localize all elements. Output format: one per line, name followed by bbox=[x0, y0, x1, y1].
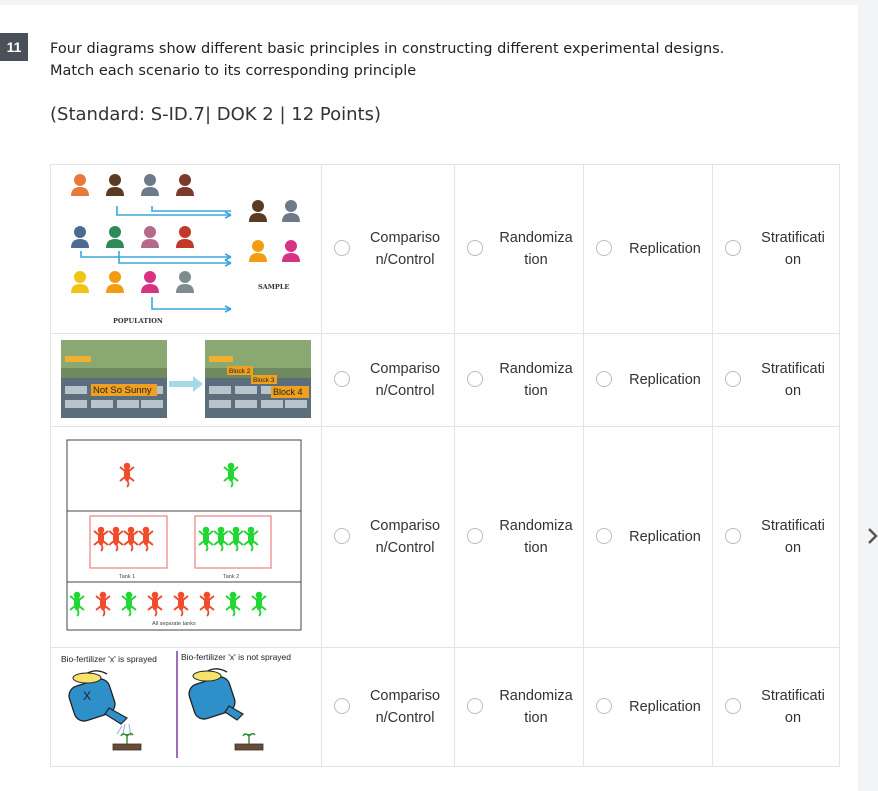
option-cell-stratification[interactable]: Stratificati on bbox=[712, 426, 840, 648]
radio-button[interactable] bbox=[334, 240, 350, 256]
option-cell-randomization[interactable]: Randomiza tion bbox=[454, 333, 584, 427]
option-cell-comparison[interactable]: Compariso n/Control bbox=[321, 333, 455, 427]
chevron-right-icon[interactable] bbox=[866, 526, 878, 546]
option-cell-replication[interactable]: Replication bbox=[583, 426, 713, 648]
question-standard: (Standard: S-ID.7| DOK 2 | 12 Points) bbox=[50, 104, 381, 125]
option-label: Replication bbox=[629, 372, 701, 388]
sample-people bbox=[249, 200, 300, 262]
arrow-icon bbox=[169, 376, 203, 392]
option-label: Randomiza tion bbox=[499, 688, 573, 726]
watering-can-icon: X bbox=[68, 670, 128, 725]
radio-button[interactable] bbox=[467, 698, 483, 714]
option-label: Stratificati on bbox=[761, 688, 825, 726]
option-label: Compariso n/Control bbox=[369, 518, 441, 556]
option-label: Stratificati on bbox=[761, 361, 825, 399]
match-row-4: Bio-fertilizer 'x' is sprayed Bio-fertil… bbox=[50, 647, 840, 767]
question-number: 11 bbox=[0, 33, 28, 61]
plant-icon bbox=[242, 733, 256, 744]
option-label: Compariso n/Control bbox=[369, 230, 441, 268]
radio-button[interactable] bbox=[725, 698, 741, 714]
option-cell-randomization[interactable]: Randomiza tion bbox=[454, 164, 584, 334]
option-cell-comparison[interactable]: Compariso n/Control bbox=[321, 164, 455, 334]
option-label: Randomiza tion bbox=[499, 230, 573, 268]
green-lizard bbox=[223, 462, 239, 488]
radio-button[interactable] bbox=[467, 528, 483, 544]
question-text: Four diagrams show different basic princ… bbox=[50, 38, 830, 82]
population-label: POPULATION bbox=[113, 317, 163, 325]
sampling-arrows bbox=[80, 206, 232, 313]
option-label: Randomiza tion bbox=[499, 518, 573, 556]
block-4-label: Block 4 bbox=[273, 387, 303, 397]
option-label: Compariso n/Control bbox=[369, 688, 441, 726]
option-cell-randomization[interactable]: Randomiza tion bbox=[454, 426, 584, 648]
radio-button[interactable] bbox=[725, 371, 741, 387]
replication-diagram: Tank 1 Tank 2 All separate tanks bbox=[66, 439, 302, 631]
not-sprayed-caption: Bio-fertilizer 'x' is not sprayed bbox=[181, 652, 291, 662]
option-cell-comparison[interactable]: Compariso n/Control bbox=[321, 647, 455, 767]
watering-can-icon bbox=[188, 668, 244, 721]
can-mark: X bbox=[83, 689, 91, 703]
plant-icon bbox=[120, 733, 134, 744]
radio-button[interactable] bbox=[467, 240, 483, 256]
matching-grid: SAMPLE POPULATION Compariso n/Control Ra… bbox=[50, 164, 840, 767]
sprayed-caption: Bio-fertilizer 'x' is sprayed bbox=[61, 654, 157, 664]
option-cell-replication[interactable]: Replication bbox=[583, 647, 713, 767]
radio-button[interactable] bbox=[596, 371, 612, 387]
radio-button[interactable] bbox=[334, 528, 350, 544]
match-row-1: SAMPLE POPULATION Compariso n/Control Ra… bbox=[50, 164, 840, 334]
radio-button[interactable] bbox=[467, 371, 483, 387]
control-diagram: Bio-fertilizer 'x' is sprayed Bio-fertil… bbox=[61, 651, 291, 758]
option-label: Replication bbox=[629, 241, 701, 257]
scenario-image-control: Bio-fertilizer 'x' is sprayed Bio-fertil… bbox=[50, 647, 322, 767]
option-label: Compariso n/Control bbox=[369, 361, 441, 399]
sample-label: SAMPLE bbox=[258, 283, 289, 291]
match-row-3: Tank 1 Tank 2 All separate tanks Compari… bbox=[50, 426, 840, 648]
scenario-image-blocking: Not So Sunny Block 2 Block 3 Block 4 bbox=[50, 333, 322, 427]
block-2-label: Block 2 bbox=[229, 368, 251, 375]
radio-button[interactable] bbox=[596, 240, 612, 256]
option-cell-replication[interactable]: Replication bbox=[583, 164, 713, 334]
sampling-diagram: SAMPLE POPULATION bbox=[71, 174, 300, 325]
separate-tanks-label: All separate tanks bbox=[152, 621, 196, 627]
option-cell-replication[interactable]: Replication bbox=[583, 333, 713, 427]
scenario-image-replication: Tank 1 Tank 2 All separate tanks bbox=[50, 426, 322, 648]
option-label: Stratificati on bbox=[761, 230, 825, 268]
population-people bbox=[71, 174, 194, 293]
radio-button[interactable] bbox=[725, 528, 741, 544]
match-row-2: Not So Sunny Block 2 Block 3 Block 4 Com… bbox=[50, 333, 840, 427]
radio-button[interactable] bbox=[596, 698, 612, 714]
scenario-image-sampling: SAMPLE POPULATION bbox=[50, 164, 322, 334]
tank-2-label: Tank 2 bbox=[223, 574, 239, 580]
option-label: Replication bbox=[629, 529, 701, 545]
red-lizard bbox=[119, 462, 135, 488]
option-cell-stratification[interactable]: Stratificati on bbox=[712, 647, 840, 767]
radio-button[interactable] bbox=[334, 371, 350, 387]
option-label: Randomiza tion bbox=[499, 361, 573, 399]
tank-1-label: Tank 1 bbox=[119, 574, 135, 580]
option-cell-stratification[interactable]: Stratificati on bbox=[712, 164, 840, 334]
not-so-sunny-label: Not So Sunny bbox=[93, 385, 152, 396]
radio-button[interactable] bbox=[596, 528, 612, 544]
option-label: Stratificati on bbox=[761, 518, 825, 556]
blocking-diagram: Not So Sunny Block 2 Block 3 Block 4 bbox=[61, 340, 311, 418]
radio-button[interactable] bbox=[334, 698, 350, 714]
block-3-label: Block 3 bbox=[253, 377, 275, 384]
question-line-2: Match each scenario to its corresponding… bbox=[50, 63, 417, 79]
option-cell-stratification[interactable]: Stratificati on bbox=[712, 333, 840, 427]
radio-button[interactable] bbox=[725, 240, 741, 256]
option-label: Replication bbox=[629, 699, 701, 715]
question-line-1: Four diagrams show different basic princ… bbox=[50, 41, 725, 57]
option-cell-comparison[interactable]: Compariso n/Control bbox=[321, 426, 455, 648]
option-cell-randomization[interactable]: Randomiza tion bbox=[454, 647, 584, 767]
